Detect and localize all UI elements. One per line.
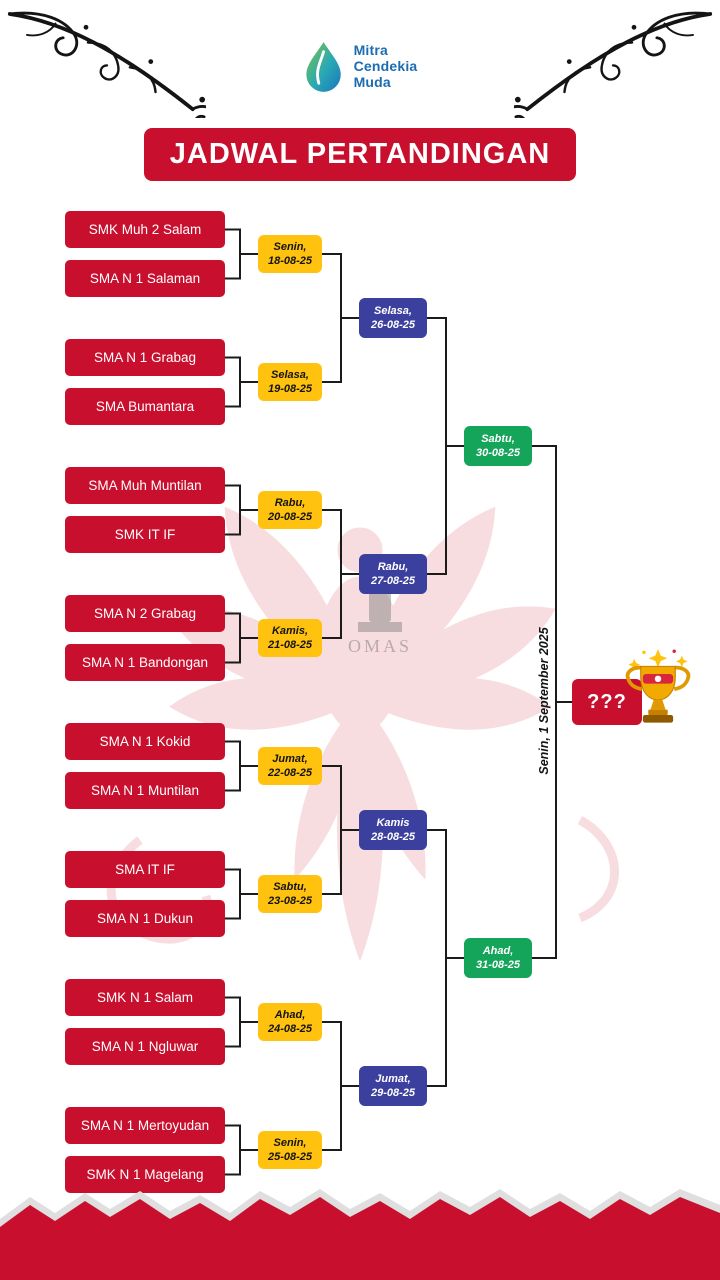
team-box: SMA N 2 Grabag — [65, 595, 225, 632]
day-label: Sabtu, — [273, 880, 307, 893]
date-label: 18-08-25 — [267, 255, 313, 267]
day-label: Selasa, — [271, 368, 309, 381]
title-banner: JADWAL PERTANDINGAN — [144, 128, 576, 181]
team-box: SMA Bumantara — [65, 388, 225, 425]
date-label: 23-08-25 — [267, 895, 313, 907]
round2-date-box: Kamis 28-08-25 — [359, 810, 427, 850]
date-label: 19-08-25 — [267, 383, 313, 395]
semifinal-date-box: Sabtu, 30-08-25 — [464, 426, 532, 466]
team-box: SMA N 1 Bandongan — [65, 644, 225, 681]
semifinal-date-box: Ahad, 31-08-25 — [464, 938, 532, 978]
match-date-box: Selasa, 19-08-25 — [258, 363, 322, 401]
team-box: SMA Muh Muntilan — [65, 467, 225, 504]
team-box: SMA N 1 Salaman — [65, 260, 225, 297]
date-label: 20-08-25 — [267, 511, 313, 523]
day-label: Rabu, — [377, 560, 409, 573]
match-date-box: Sabtu, 23-08-25 — [258, 875, 322, 913]
day-label: Kamis — [376, 816, 410, 829]
page-title: JADWAL PERTANDINGAN — [169, 138, 551, 170]
date-label: 27-08-25 — [370, 575, 416, 587]
final-placeholder: ??? — [587, 690, 627, 713]
day-label: Sabtu, — [481, 432, 515, 445]
team-box: SMK IT IF — [65, 516, 225, 553]
match-date-box: Ahad, 24-08-25 — [258, 1003, 322, 1041]
brand-name-line3: Muda — [353, 73, 391, 90]
round2-date-box: Selasa, 26-08-25 — [359, 298, 427, 338]
team-box: SMA N 1 Kokid — [65, 723, 225, 760]
match-date-box: Senin, 25-08-25 — [258, 1131, 322, 1169]
day-label: Jumat, — [272, 752, 308, 765]
team-box: SMA N 1 Grabag — [65, 339, 225, 376]
match-date-box: Jumat, 22-08-25 — [258, 747, 322, 785]
team-box: SMA N 1 Dukun — [65, 900, 225, 937]
team-box: SMA N 1 Muntilan — [65, 772, 225, 809]
match-date-box: Senin, 18-08-25 — [258, 235, 322, 273]
date-label: 29-08-25 — [370, 1087, 416, 1099]
day-label: Selasa, — [374, 304, 412, 317]
day-label: Jumat, — [375, 1072, 411, 1085]
brand-logo: Mitra Cendekia Muda — [303, 40, 418, 94]
brand-name-line2: Cendekia — [353, 58, 418, 75]
date-label: 26-08-25 — [370, 319, 416, 331]
day-label: Ahad, — [274, 1008, 306, 1021]
team-box: SMK Muh 2 Salam — [65, 211, 225, 248]
flourish-left-icon — [7, 11, 206, 118]
team-box: SMA N 1 Ngluwar — [65, 1028, 225, 1065]
logo-drop-icon — [306, 42, 341, 92]
date-label: 25-08-25 — [267, 1151, 313, 1163]
team-box: SMA N 1 Mertoyudan — [65, 1107, 225, 1144]
date-label: 21-08-25 — [267, 639, 313, 651]
team-box: SMK N 1 Magelang — [65, 1156, 225, 1193]
final-winner-box: ??? — [572, 679, 642, 725]
day-label: Kamis, — [271, 624, 309, 637]
day-label: Ahad, — [482, 944, 514, 957]
day-label: Rabu, — [274, 496, 306, 509]
brand-name-line1: Mitra — [353, 42, 389, 59]
round2-date-box: Rabu, 27-08-25 — [359, 554, 427, 594]
team-box: SMK N 1 Salam — [65, 979, 225, 1016]
match-date-box: Rabu, 20-08-25 — [258, 491, 322, 529]
day-label: Senin, — [273, 240, 307, 253]
round2-date-box: Jumat, 29-08-25 — [359, 1066, 427, 1106]
watermark-text: OMAS — [348, 636, 412, 656]
date-label: 24-08-25 — [267, 1023, 313, 1035]
final-date-vertical: Senin, 1 September 2025 — [537, 627, 551, 775]
date-label: 30-08-25 — [475, 447, 521, 459]
torn-paper-edge — [0, 1189, 720, 1280]
date-label: 28-08-25 — [370, 831, 416, 843]
flourish-right-icon — [514, 11, 713, 118]
date-label: 31-08-25 — [475, 959, 521, 971]
trophy-icon — [625, 649, 691, 723]
day-label: Senin, — [273, 1136, 307, 1149]
team-box: SMA IT IF — [65, 851, 225, 888]
match-date-box: Kamis, 21-08-25 — [258, 619, 322, 657]
date-label: 22-08-25 — [267, 767, 313, 779]
